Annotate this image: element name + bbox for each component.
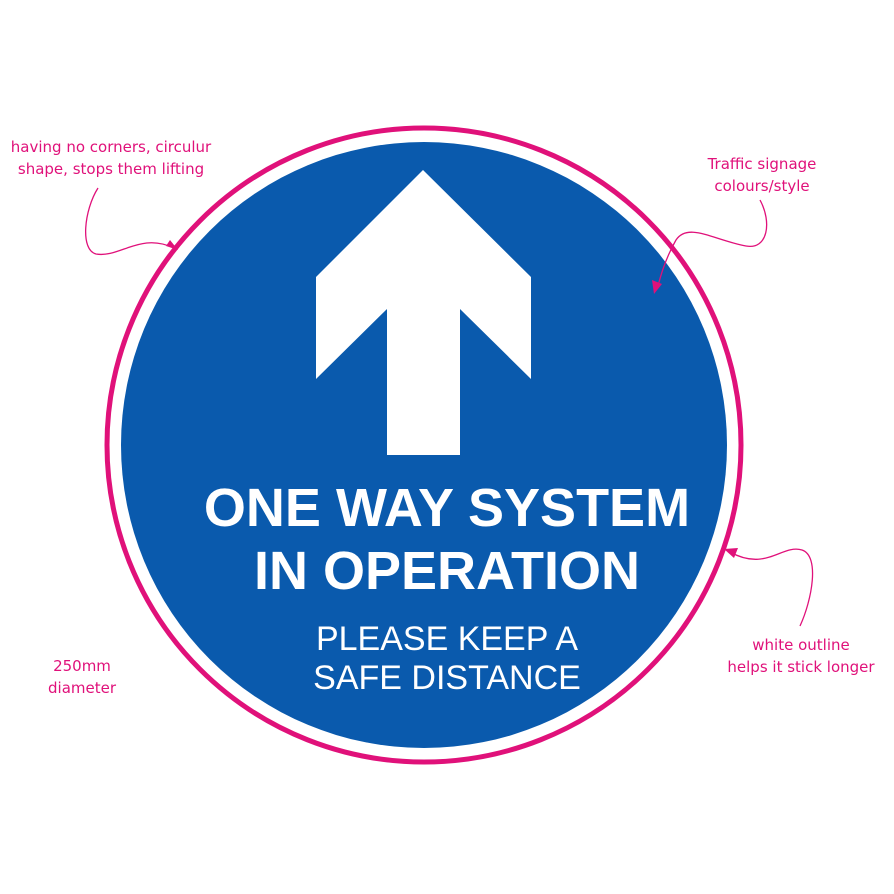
pink-outline-ring bbox=[104, 125, 744, 765]
subline-line-1: PLEASE KEEP A bbox=[315, 620, 579, 658]
annotation-top-left: having no corners, circulur shape, stops… bbox=[6, 136, 216, 180]
annotation-text: Traffic signage bbox=[707, 155, 817, 173]
annotation-text: helps it stick longer bbox=[727, 658, 875, 676]
annotation-bottom-left: 250mm diameter bbox=[40, 655, 124, 699]
annotation-text: diameter bbox=[48, 679, 116, 697]
annotation-top-right: Traffic signage colours/style bbox=[692, 153, 832, 197]
curved-pointer-arrow-icon bbox=[652, 199, 768, 294]
annotation-bottom-right: white outline helps it stick longer bbox=[722, 634, 880, 678]
annotation-text: having no corners, circulur bbox=[10, 138, 212, 156]
curved-pointer-arrow-icon bbox=[724, 548, 814, 627]
arrow-up-icon bbox=[316, 170, 531, 455]
headline-line-1: ONE WAY SYSTEM bbox=[203, 478, 691, 538]
sign-subline: SAFE DISTANCE bbox=[0, 657, 894, 700]
headline-line-2: IN OPERATION bbox=[253, 541, 640, 601]
annotation-text: white outline bbox=[752, 636, 850, 654]
sign-headline: IN OPERATION bbox=[0, 538, 894, 604]
annotation-text: 250mm bbox=[53, 657, 111, 675]
sign-headline: ONE WAY SYSTEM bbox=[0, 475, 894, 541]
annotation-text: shape, stops them lifting bbox=[17, 160, 205, 178]
subline-line-2: SAFE DISTANCE bbox=[313, 659, 581, 697]
annotation-text: colours/style bbox=[714, 177, 810, 195]
sign-subline: PLEASE KEEP A bbox=[0, 618, 894, 661]
curved-pointer-arrow-icon bbox=[85, 187, 178, 256]
